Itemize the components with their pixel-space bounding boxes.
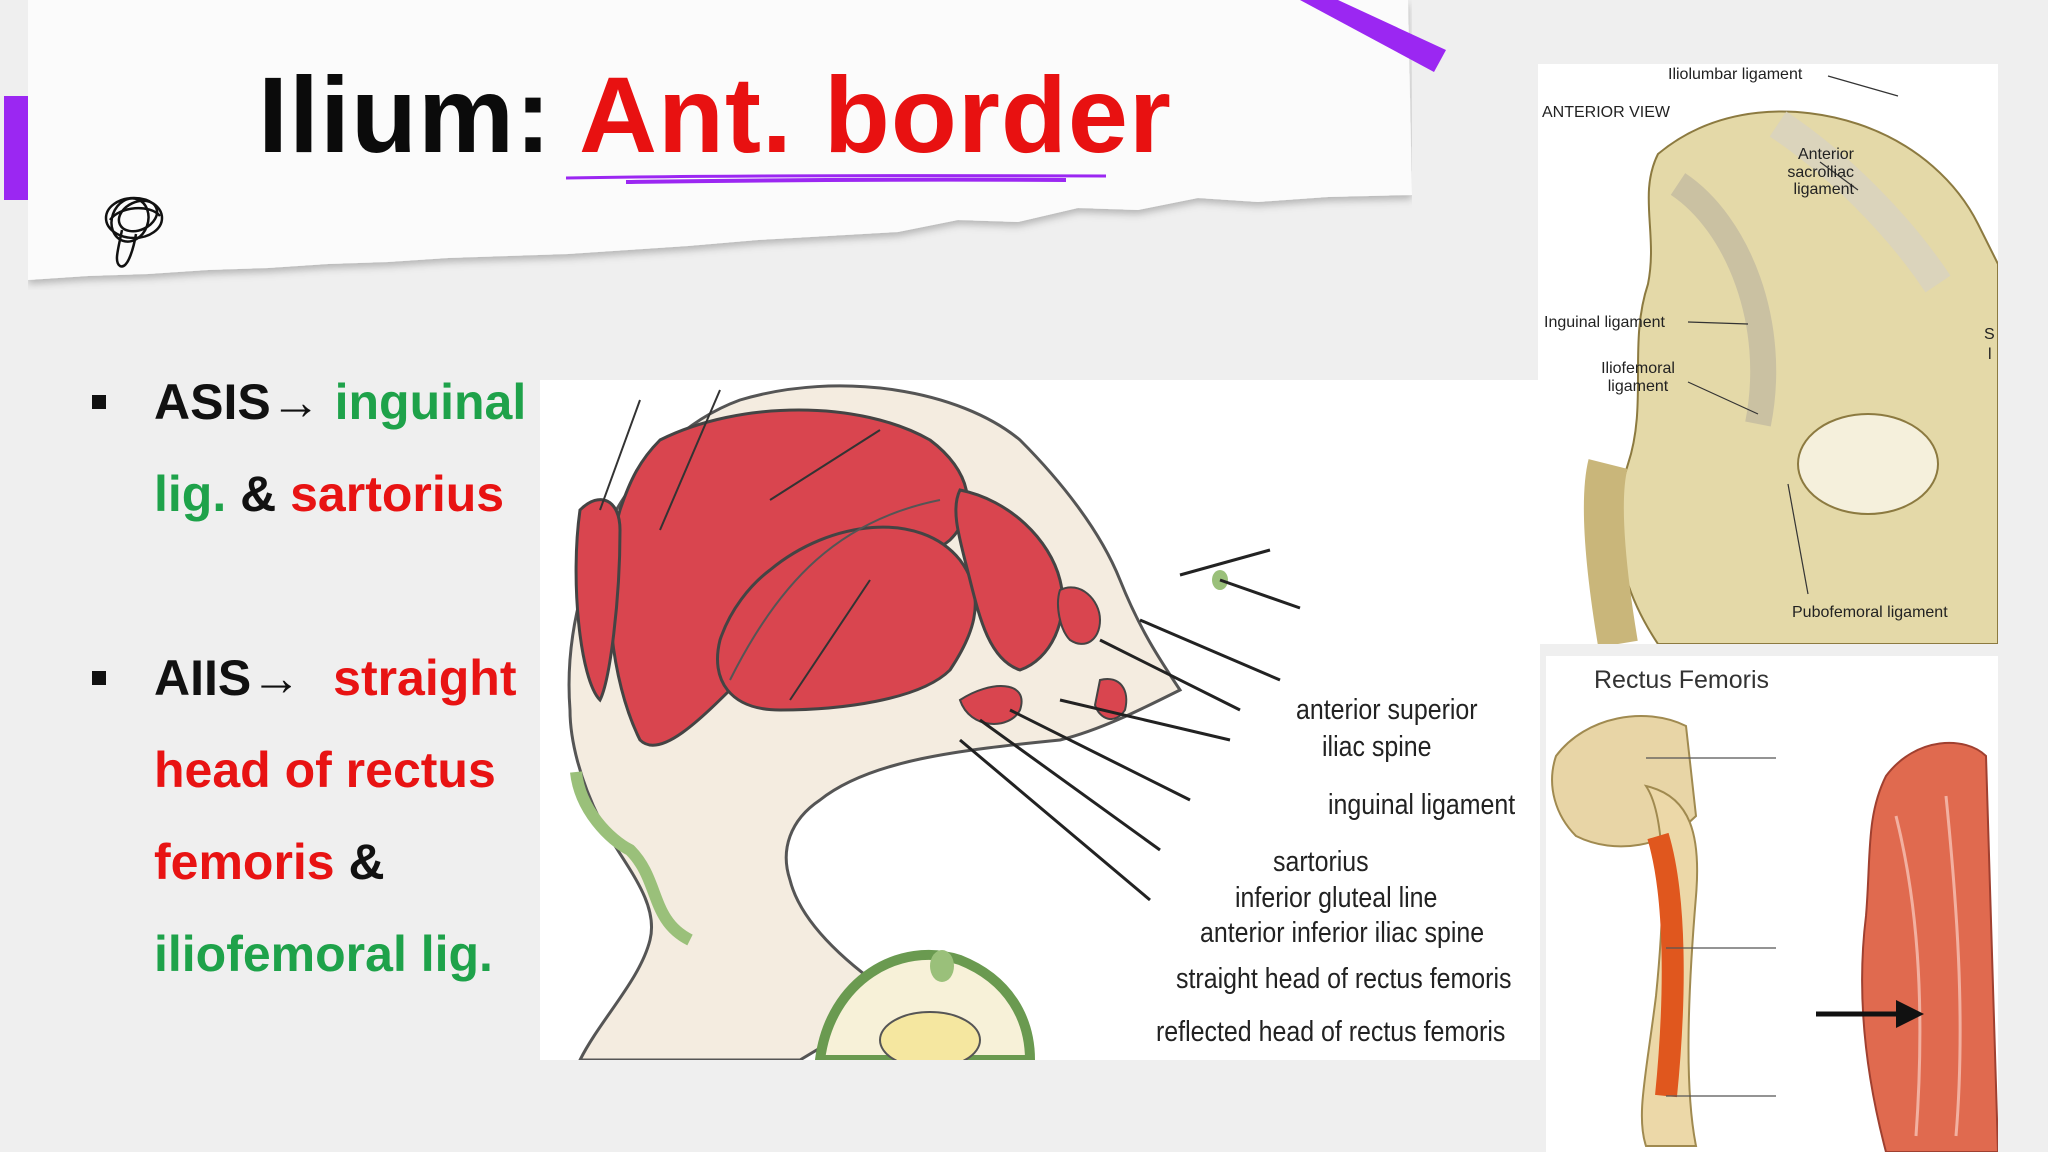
pelvis-ligament-art	[1583, 75, 1998, 644]
ligaments-figure: Iliolumbar ligament ANTERIOR VIEW Anteri…	[1538, 64, 1998, 644]
bullet-aiis: AIIS→ straight head of rectus femoris & …	[92, 632, 517, 1000]
label-anterior-view: ANTERIOR VIEW	[1542, 104, 1671, 121]
scribble-doodle	[104, 196, 164, 268]
label-edge-1: S	[1984, 326, 1995, 343]
bullet-term-inguinal: inguinal	[334, 374, 527, 430]
title-prefix: Ilium:	[258, 54, 579, 175]
title-highlight: Ant. border	[578, 54, 1172, 175]
label-iliofemoral-2: ligament	[1607, 377, 1669, 395]
bullet-term-lig: lig.	[154, 466, 227, 522]
label-inguinal-ligament-small: Inguinal ligament	[1544, 314, 1665, 331]
label-pubofemoral: Pubofemoral ligament	[1792, 604, 1948, 621]
label-iliofemoral: Iliofemoral ligament	[1588, 360, 1688, 395]
label-asis: anterior superior	[1296, 694, 1478, 726]
bullet-marker	[92, 670, 106, 685]
label-sacroiliac: Anterior sacroiliac ligament	[1734, 146, 1854, 199]
bullet-lead: AIIS→	[154, 650, 316, 706]
accent-stripe	[1300, 0, 1446, 72]
bullet-amp: &	[334, 834, 385, 890]
title-underline	[566, 174, 1106, 184]
hip-bone-diagram	[540, 380, 1540, 1060]
bullet-term-head: head of rectus	[154, 742, 496, 798]
label-iliolumbar: Iliolumbar ligament	[1668, 66, 1803, 83]
bullet-term-sartorius: sartorius	[290, 466, 505, 522]
bullet-term-straight: straight	[333, 650, 517, 706]
label-asis-line2: iliac spine	[1322, 731, 1432, 763]
bullet-asis: ASIS→ inguinal lig. & sartorius	[92, 356, 526, 540]
bullet-lead: ASIS→	[154, 374, 335, 430]
label-sacroiliac-2: sacroiliac	[1787, 163, 1854, 181]
label-iliofemoral-1: Iliofemoral	[1601, 360, 1675, 377]
label-edge-2: l	[1988, 346, 1992, 363]
label-inferior-gluteal-line: inferior gluteal line	[1235, 882, 1438, 914]
bullet-amp: &	[226, 466, 291, 522]
title-paper	[28, 0, 1412, 280]
rectus-femoris-figure: Rectus Femoris	[1546, 656, 1998, 1152]
label-sacroiliac-3: ligament	[1793, 181, 1854, 199]
rectus-femoris-art	[1551, 715, 1998, 1152]
label-straight-head: straight head of rectus femoris	[1176, 963, 1512, 995]
label-reflected-head: reflected head of rectus femoris	[1156, 1016, 1506, 1048]
label-inguinal-ligament: inguinal ligament	[1328, 789, 1516, 821]
bullet-term-iliofemoral: iliofemoral lig.	[154, 926, 493, 982]
bullet-marker	[92, 394, 106, 409]
bullet-term-femoris: femoris	[154, 834, 335, 890]
label-aiis: anterior inferior iliac spine	[1200, 917, 1485, 949]
slide-title: Ilium: Ant. border	[258, 54, 1172, 175]
rectus-femoris-title: Rectus Femoris	[1594, 666, 1770, 694]
label-sacroiliac-1: Anterior	[1797, 146, 1854, 163]
label-sartorius: sartorius	[1273, 846, 1369, 878]
